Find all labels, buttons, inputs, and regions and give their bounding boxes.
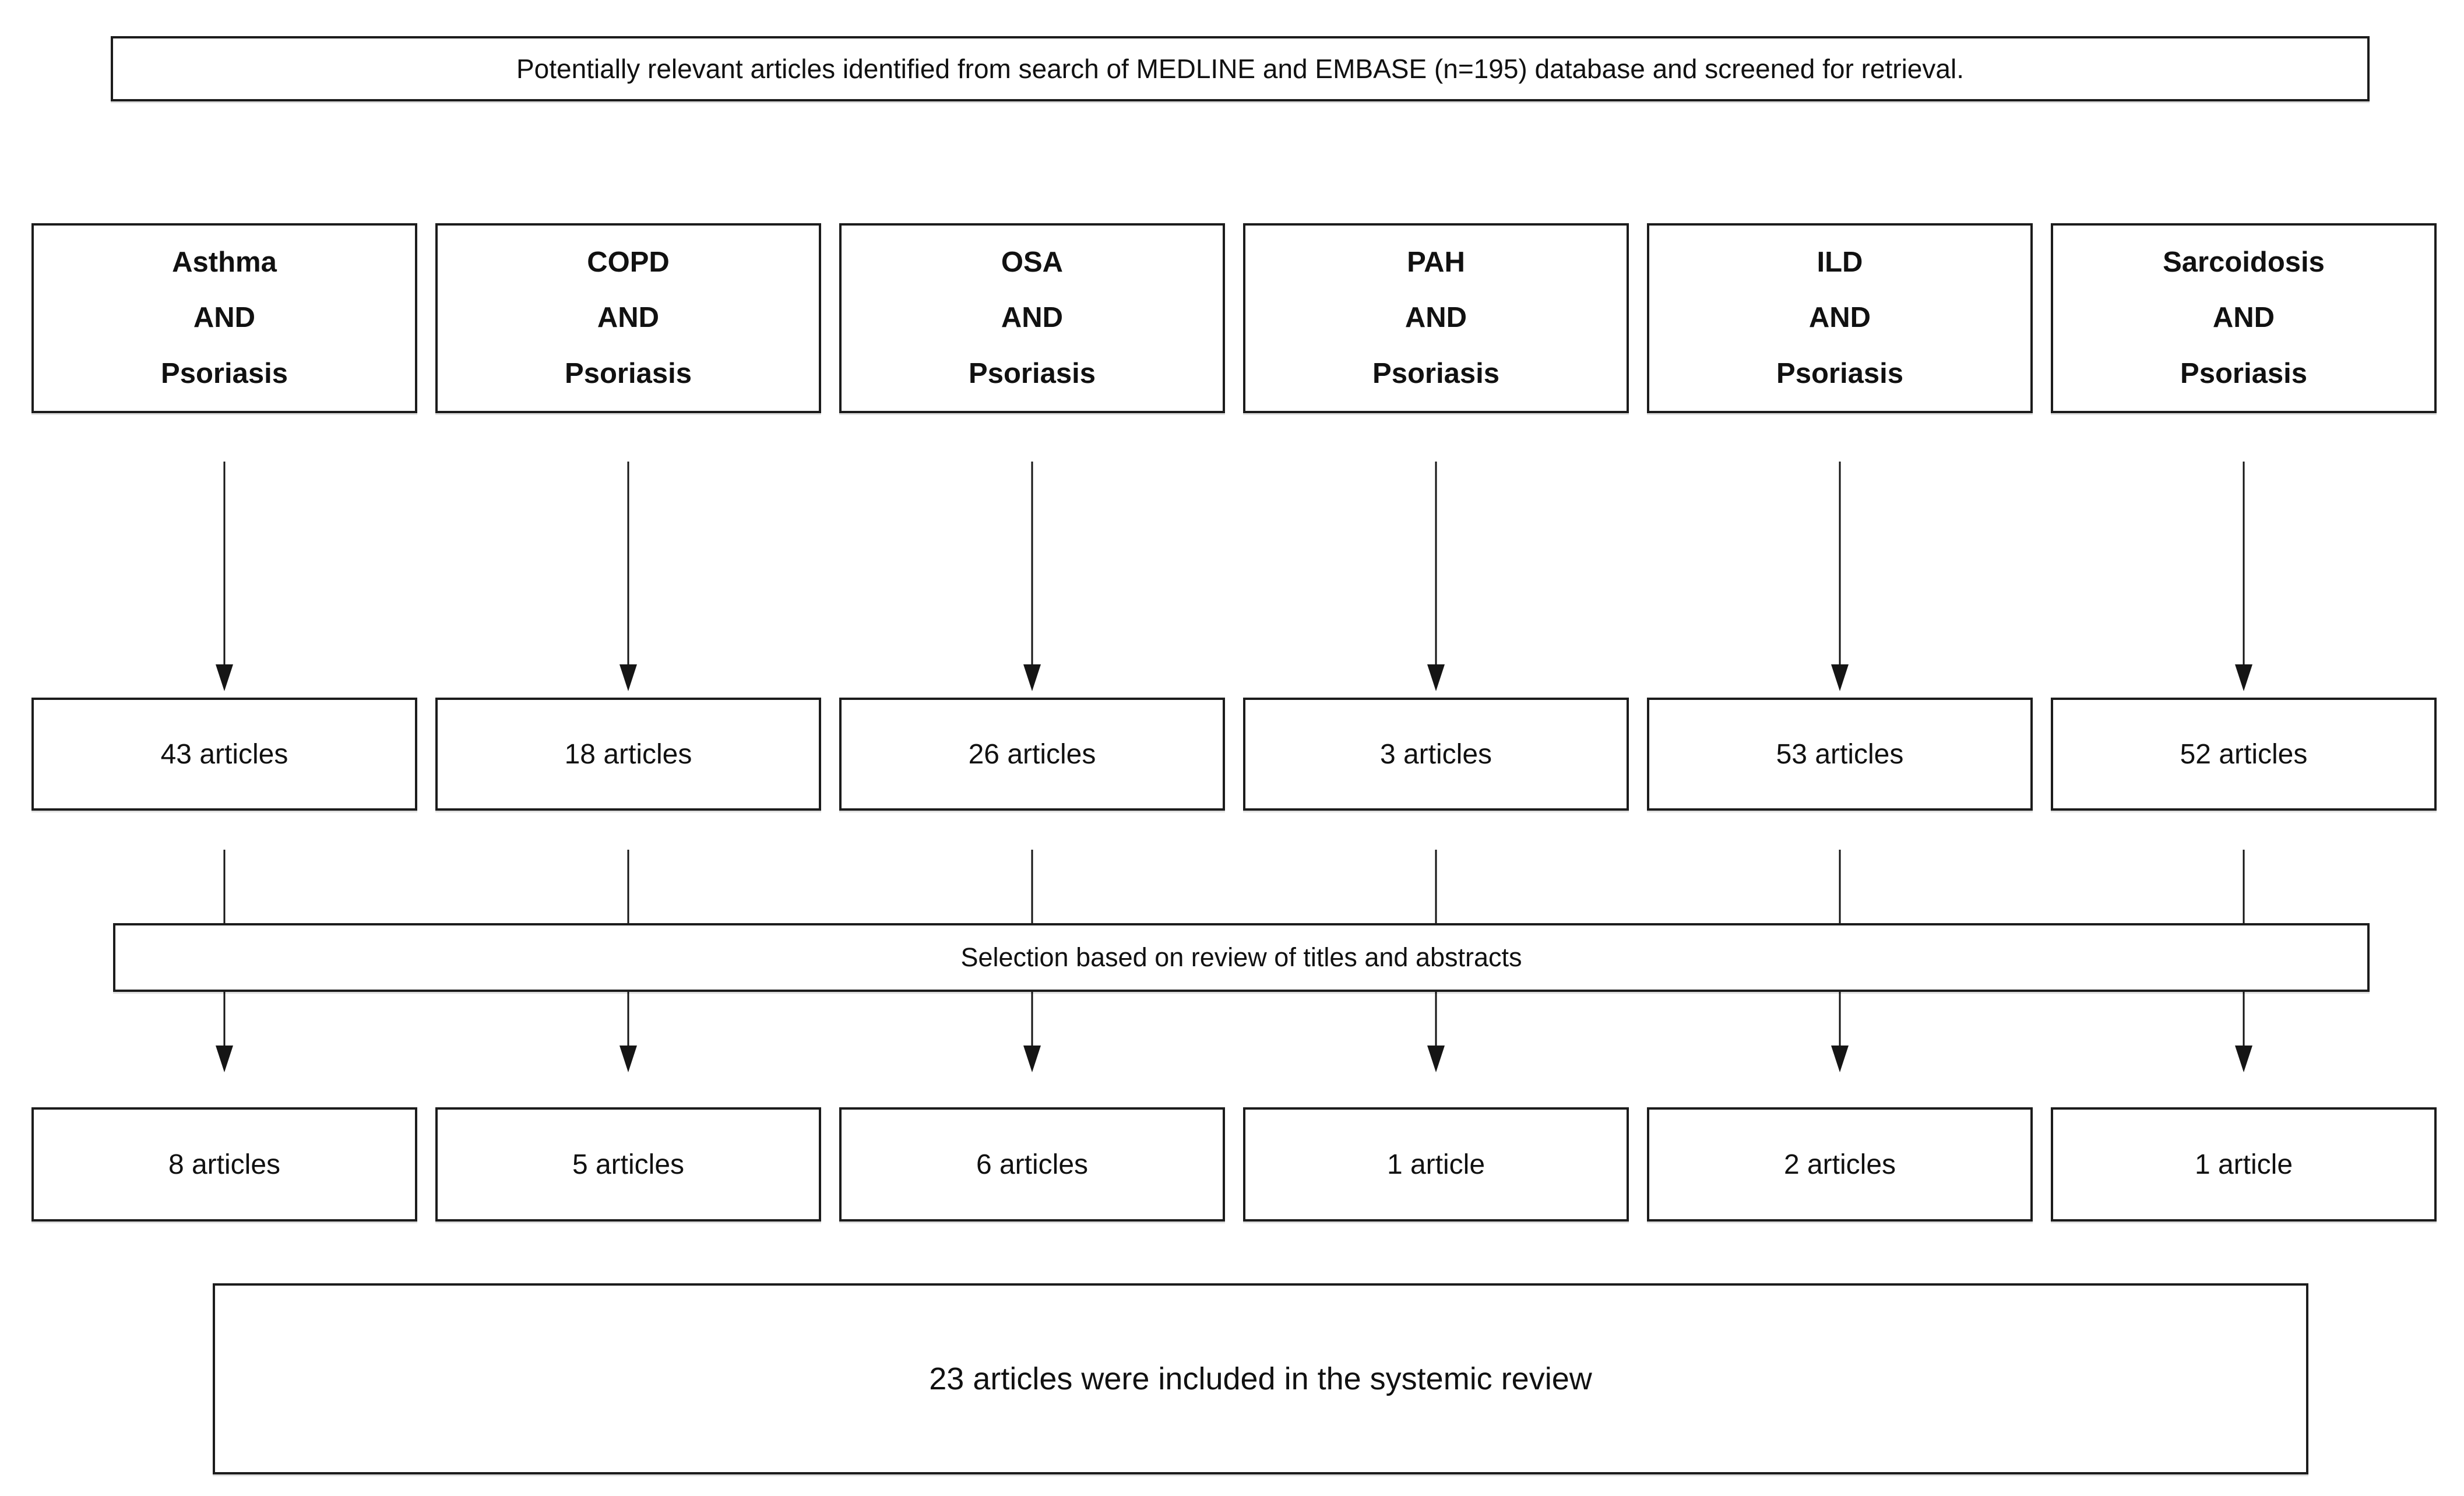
selected-count-box-pah: 1 article (1243, 1107, 1629, 1222)
connector-line (627, 992, 629, 1047)
initial-count-box-asthma: 43 articles (31, 698, 417, 811)
connector-line (1031, 992, 1033, 1047)
operator-label: AND (597, 302, 660, 334)
arrow-down-head-icon (1831, 664, 1849, 691)
subject-label: Psoriasis (1776, 357, 1903, 389)
search-term-box-sarcoidosis: Sarcoidosis AND Psoriasis (2051, 223, 2437, 413)
initial-count-box-osa: 26 articles (839, 698, 1225, 811)
connector-line (627, 850, 629, 924)
selection-banner-box: Selection based on review of titles and … (113, 923, 2370, 992)
search-term-text: Sarcoidosis AND Psoriasis (2163, 235, 2325, 402)
arrow-down-head-icon (1023, 664, 1041, 691)
initial-count-box-pah: 3 articles (1243, 698, 1629, 811)
subject-label: Psoriasis (969, 357, 1096, 389)
initial-count-box-ild: 53 articles (1647, 698, 2033, 811)
subject-label: Psoriasis (565, 357, 692, 389)
subject-label: Psoriasis (1372, 357, 1499, 389)
search-term-text: Asthma AND Psoriasis (161, 235, 288, 402)
arrow-down-head-icon (216, 664, 233, 691)
operator-label: AND (1808, 302, 1871, 334)
connector-line (1435, 850, 1437, 924)
selected-count-box-ild: 2 articles (1647, 1107, 2033, 1222)
arrow-down-head-icon (1023, 1046, 1041, 1072)
arrow-down-line (1435, 462, 1437, 666)
connector-line (223, 992, 226, 1047)
connector-line (1031, 850, 1033, 924)
selected-count-box-osa: 6 articles (839, 1107, 1225, 1222)
operator-label: AND (193, 302, 256, 334)
condition-label: OSA (1001, 246, 1064, 278)
identification-banner-box: Potentially relevant articles identified… (111, 36, 2370, 101)
connector-line (2243, 850, 2245, 924)
condition-label: ILD (1817, 246, 1863, 278)
arrow-down-line (223, 462, 226, 666)
connector-line (2243, 992, 2245, 1047)
search-term-text: PAH AND Psoriasis (1372, 235, 1499, 402)
connector-line (1435, 992, 1437, 1047)
arrow-down-head-icon (216, 1046, 233, 1072)
subject-label: Psoriasis (161, 357, 288, 389)
connector-line (223, 850, 226, 924)
arrow-down-head-icon (1427, 664, 1445, 691)
arrow-down-head-icon (1831, 1046, 1849, 1072)
search-term-box-asthma: Asthma AND Psoriasis (31, 223, 417, 413)
subject-label: Psoriasis (2180, 357, 2307, 389)
arrow-down-line (1031, 462, 1033, 666)
condition-label: PAH (1407, 246, 1465, 278)
condition-label: Sarcoidosis (2163, 246, 2325, 278)
operator-label: AND (1405, 302, 1467, 334)
selected-count-box-asthma: 8 articles (31, 1107, 417, 1222)
arrow-down-line (627, 462, 629, 666)
search-term-box-ild: ILD AND Psoriasis (1647, 223, 2033, 413)
search-term-box-copd: COPD AND Psoriasis (435, 223, 821, 413)
initial-count-box-copd: 18 articles (435, 698, 821, 811)
arrow-down-head-icon (1427, 1046, 1445, 1072)
selected-count-box-sarcoidosis: 1 article (2051, 1107, 2437, 1222)
arrow-down-line (2243, 462, 2245, 666)
connector-line (1839, 992, 1841, 1047)
arrow-down-head-icon (619, 1046, 637, 1072)
included-articles-box: 23 articles were included in the systemi… (213, 1283, 2308, 1474)
arrow-down-head-icon (619, 664, 637, 691)
connector-line (1839, 850, 1841, 924)
arrow-down-line (1839, 462, 1841, 666)
operator-label: AND (1001, 302, 1064, 334)
arrow-down-head-icon (2235, 664, 2252, 691)
operator-label: AND (2212, 302, 2275, 334)
condition-label: Asthma (172, 246, 277, 278)
search-term-text: OSA AND Psoriasis (969, 235, 1096, 402)
initial-count-box-sarcoidosis: 52 articles (2051, 698, 2437, 811)
condition-label: COPD (587, 246, 670, 278)
arrow-down-head-icon (2235, 1046, 2252, 1072)
search-term-text: COPD AND Psoriasis (565, 235, 692, 402)
search-term-box-pah: PAH AND Psoriasis (1243, 223, 1629, 413)
selected-count-box-copd: 5 articles (435, 1107, 821, 1222)
search-term-box-osa: OSA AND Psoriasis (839, 223, 1225, 413)
search-term-text: ILD AND Psoriasis (1776, 235, 1903, 402)
